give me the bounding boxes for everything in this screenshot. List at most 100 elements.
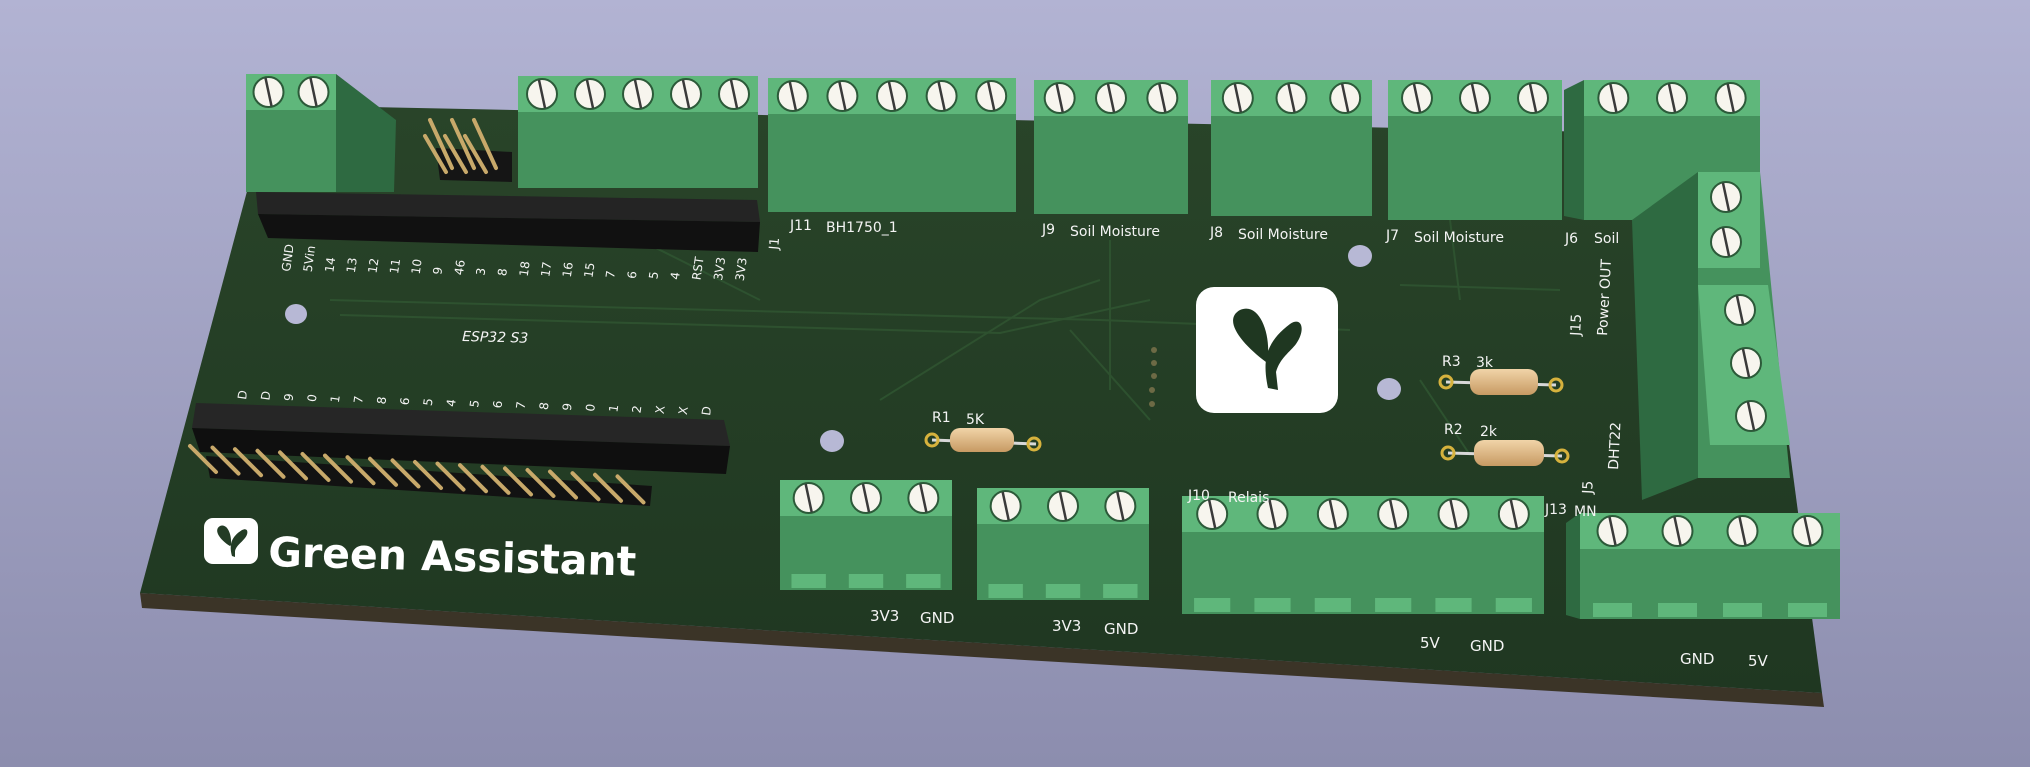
connector-name-j15: Power OUT	[1595, 258, 1615, 336]
terminal-block	[1388, 80, 1562, 220]
screw-terminal	[792, 481, 825, 515]
header-pin	[368, 456, 398, 487]
female-header-top	[256, 192, 760, 252]
header-pin	[300, 452, 331, 482]
header-pin	[593, 472, 623, 503]
connector-ref-j11: J11	[789, 218, 812, 234]
connector-ref-j10: J10	[1187, 488, 1210, 504]
header-pin-label: 10	[409, 258, 425, 275]
module-label: ESP32 S3	[462, 329, 529, 347]
mounting-hole	[820, 430, 844, 452]
resistor-value: 3k	[1476, 355, 1494, 371]
screw-terminal	[849, 481, 883, 515]
pin-header-2x3	[423, 118, 512, 182]
screw-terminal	[1597, 81, 1630, 115]
terminal-block	[246, 74, 336, 192]
header-pin-label: 9	[430, 266, 445, 276]
header-pin	[435, 461, 466, 492]
screw-terminal	[669, 77, 703, 111]
mounting-hole	[1348, 245, 1372, 267]
mounting-hole	[285, 304, 307, 324]
connector-name-j8: Soil Moisture	[1238, 227, 1328, 243]
pin-label: 5V	[1420, 634, 1441, 652]
header-pin	[570, 471, 601, 502]
screw-terminal	[1596, 514, 1629, 548]
header-pin-label: X	[653, 405, 668, 415]
terminal-block	[768, 78, 1016, 212]
header-pin-label: 11	[387, 258, 403, 275]
header-pin-label: 13	[344, 257, 360, 274]
header-pin-label: 7	[351, 395, 366, 405]
connector-name-j10: Relais	[1228, 490, 1269, 506]
screw-terminal	[1316, 497, 1350, 531]
header-pin-label: D	[258, 390, 273, 401]
header-pin-label: 9	[282, 393, 297, 403]
header-pin-label: 17	[538, 261, 554, 278]
screw-terminal	[989, 489, 1022, 523]
connector-ref-j8: J8	[1209, 225, 1223, 241]
header-pin	[345, 455, 376, 486]
brand-name: Green Assistant	[268, 528, 637, 586]
screw-terminal	[826, 79, 859, 113]
terminal-blocks-bottom	[780, 480, 1840, 619]
connector-name-j9: Soil Moisture	[1070, 224, 1160, 240]
screw-terminal	[1661, 514, 1694, 548]
pin-label: GND	[1470, 637, 1504, 655]
header-pin-label: 6	[625, 270, 640, 280]
screw-terminal	[925, 79, 958, 113]
header-pin-label: X	[676, 406, 691, 416]
terminal-block	[1034, 80, 1188, 214]
mounting-holes	[285, 245, 1401, 452]
header-pin-label: 6	[490, 400, 505, 410]
header-pin-label: 5	[646, 271, 661, 281]
screw-terminal	[717, 77, 751, 111]
connector-ref-j13: J13	[1544, 502, 1567, 518]
connector-name-j7: Soil Moisture	[1414, 230, 1504, 246]
female-header-bottom	[192, 403, 730, 474]
screw-terminal	[1104, 489, 1137, 523]
header-pin	[615, 474, 646, 505]
header-pin-label: 12	[366, 257, 382, 274]
screw-terminal	[875, 79, 909, 113]
screw-terminal	[1046, 489, 1080, 523]
pin-label: GND	[920, 609, 954, 627]
header-pin-label: 5	[421, 397, 436, 407]
screw-terminal	[1275, 81, 1308, 115]
connector-ref-j1: J1	[767, 237, 783, 251]
header-pin-label: 15	[582, 262, 598, 279]
header-pin	[525, 468, 556, 498]
screw-terminal	[297, 75, 330, 109]
resistor-ref: R2	[1444, 422, 1463, 438]
terminal-block-j15-j5	[1632, 172, 1790, 500]
header-pin	[548, 469, 578, 500]
header-pin-label: 4	[668, 271, 683, 281]
terminal-block	[518, 76, 758, 188]
terminal-block	[1211, 80, 1372, 216]
screw-terminal	[1146, 81, 1179, 115]
terminal-block	[977, 488, 1149, 600]
screw-terminal	[1328, 81, 1362, 115]
screw-terminal	[252, 75, 285, 109]
header-pin	[278, 450, 308, 481]
resistor-r2: R2 2k	[1440, 422, 1570, 466]
header-pin-label: 2	[630, 405, 645, 415]
screw-terminal	[573, 77, 607, 111]
screw-terminal	[1376, 497, 1410, 531]
header-pin-label: 8	[495, 267, 510, 277]
screw-terminal	[1437, 497, 1470, 531]
header-pin-label: 1	[606, 404, 621, 414]
header-pin	[458, 463, 488, 494]
header-pin-label: 0	[583, 403, 598, 413]
terminal-block	[1566, 513, 1840, 619]
pin-label: 3V3	[870, 607, 899, 625]
vias	[1149, 347, 1157, 407]
header-pin-label: 1	[328, 394, 343, 404]
connector-name-j6: Soil	[1594, 231, 1619, 247]
brand-mark: Green Assistant	[204, 518, 637, 586]
header-pin-label: 4	[444, 398, 459, 408]
pin-label: GND	[1680, 650, 1714, 668]
connector-ref-j15: J15	[1568, 313, 1585, 337]
